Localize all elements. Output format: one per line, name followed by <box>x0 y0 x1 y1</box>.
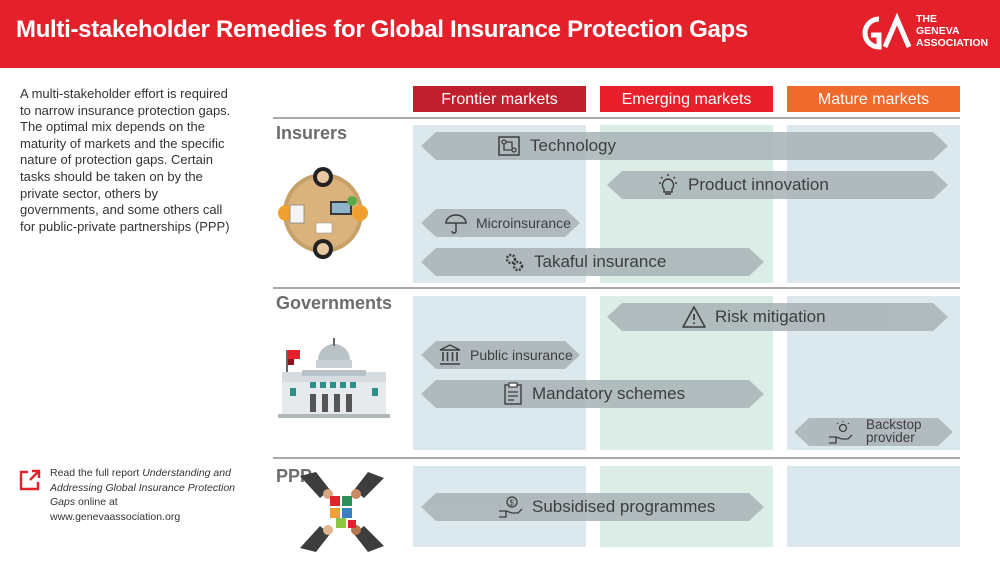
logo-text: THE GENEVA ASSOCIATION <box>916 13 989 49</box>
bar-label-backstop-provider: Backstop provider <box>866 417 922 445</box>
column-header-frontier: Frontier markets <box>413 86 586 112</box>
clipboard-icon <box>504 382 522 405</box>
circuit-icon <box>498 136 520 156</box>
umbrella-icon <box>445 214 467 234</box>
hand-coin-icon <box>829 421 853 444</box>
warning-icon <box>682 306 706 328</box>
section-divider <box>273 117 960 119</box>
bar-takaful <box>421 248 764 276</box>
svg-text:$: $ <box>510 499 515 508</box>
bar-label-risk-mitigation: Risk mitigation <box>681 305 826 329</box>
bank-icon <box>439 344 461 365</box>
bar-public-insurance <box>421 341 580 369</box>
page-title: Multi-stakeholder Remedies for Global In… <box>16 16 748 43</box>
bar-mandatory-schemes <box>421 380 764 408</box>
bar-label-product-innovation: Product innovation <box>656 173 829 197</box>
column-header-mature: Mature markets <box>787 86 960 112</box>
frontier-column-bg <box>413 296 586 450</box>
bar-technology <box>421 132 948 160</box>
section-label-governments: Governments <box>276 293 393 313</box>
section-divider <box>273 457 960 459</box>
lightbulb-icon <box>659 174 677 195</box>
bar-label-technology: Technology <box>496 134 616 158</box>
bar-label-takaful: Takaful insurance <box>502 250 666 274</box>
column-header-emerging: Emerging markets <box>600 86 773 112</box>
section-divider <box>273 287 960 289</box>
mature-column-bg <box>787 466 960 547</box>
bar-product-innovation <box>607 171 948 199</box>
bar-label-subsidised-programmes: $ Subsidised programmes <box>498 495 715 519</box>
bar-backstop-provider <box>794 418 953 446</box>
hand-dollar-icon: $ <box>499 496 523 518</box>
section-label-insurers: Insurers <box>276 123 348 143</box>
bar-label-public-insurance: Public insurance <box>438 343 573 367</box>
section-label-ppp: PPP <box>276 466 313 486</box>
gears-icon <box>505 253 524 272</box>
report-link-text[interactable]: Read the full report Understanding and A… <box>50 467 236 523</box>
meeting-table-illustration <box>278 167 368 259</box>
external-link-icon[interactable] <box>18 468 42 492</box>
ppp-puzzle-hands-illustration <box>300 472 384 552</box>
geneva-association-logo-icon <box>862 13 912 50</box>
header-banner: Multi-stakeholder Remedies for Global In… <box>0 0 1000 68</box>
bar-label-mandatory-schemes: Mandatory schemes <box>502 382 685 406</box>
government-building-illustration <box>278 338 390 418</box>
bar-label-microinsurance: Microinsurance <box>444 211 571 235</box>
intro-text: A multi-stakeholder effort is required t… <box>20 86 231 234</box>
